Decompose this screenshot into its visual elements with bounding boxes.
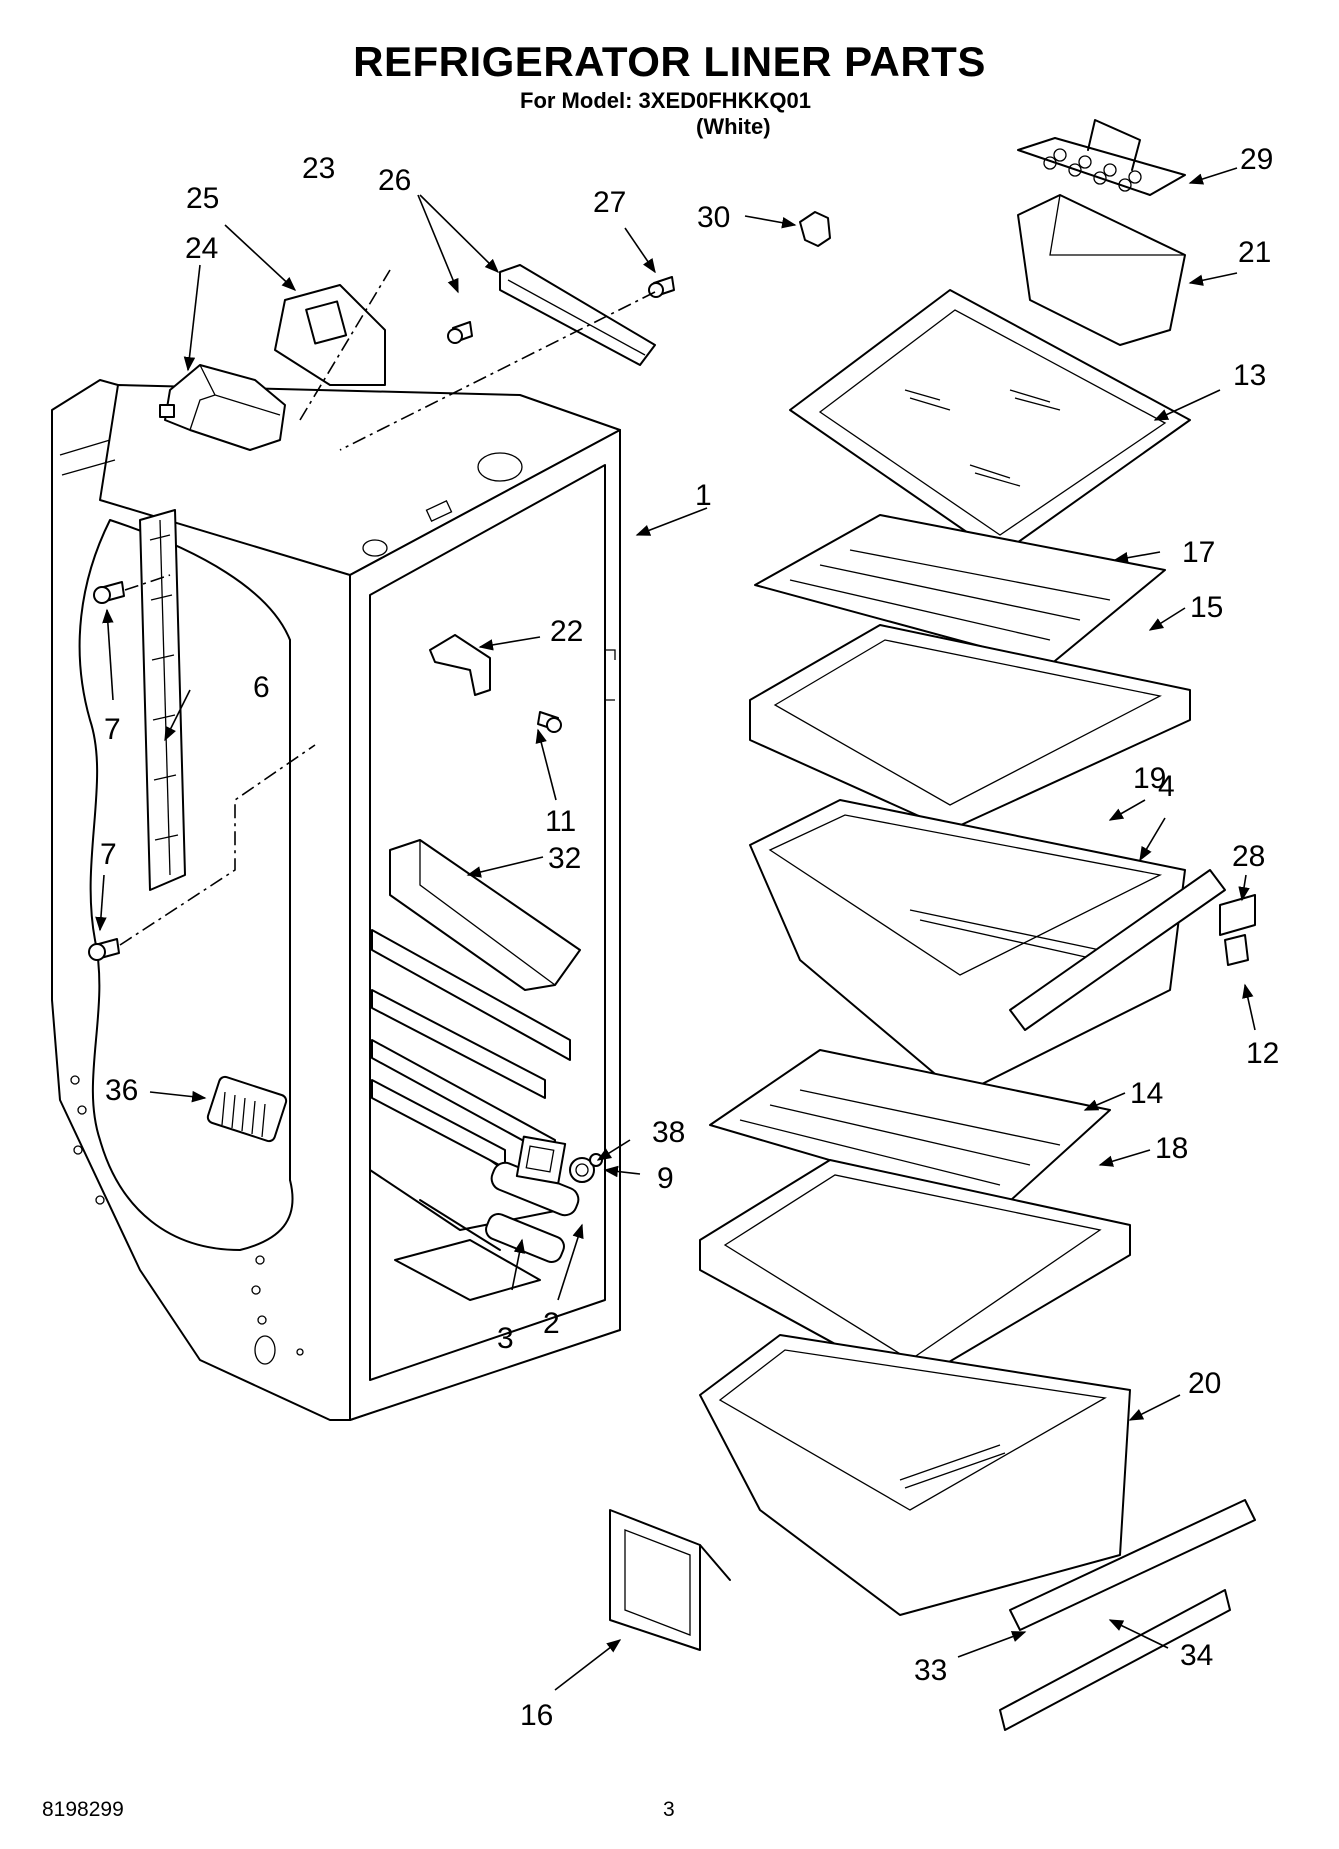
callout-14: 14 <box>1130 1077 1163 1110</box>
callout-17: 17 <box>1182 536 1215 569</box>
callout-15: 15 <box>1190 591 1223 624</box>
part-34-drawer-rail <box>999 1589 1231 1731</box>
callout-22: 22 <box>550 615 583 648</box>
callout-6: 6 <box>253 671 270 704</box>
callout-2: 2 <box>543 1307 560 1340</box>
callout-30: 30 <box>697 201 730 234</box>
document-part-number: 8198299 <box>42 1798 124 1821</box>
part-4-drawer-rail <box>1009 869 1226 1031</box>
part-7-screw-upper <box>93 581 125 604</box>
part-13-shelf-frame <box>789 289 1191 556</box>
part-7-screw-lower <box>88 938 120 961</box>
callout-16: 16 <box>520 1699 553 1732</box>
callout-20: 20 <box>1188 1367 1221 1400</box>
part-11-screw <box>537 711 562 733</box>
model-number: For Model: 3XED0FHKKQ01 <box>520 88 811 113</box>
part-32-cover <box>389 839 581 991</box>
leader-arrows <box>95 167 1256 1691</box>
part-29-egg-tray <box>1017 119 1186 196</box>
part-14-glass-shelf <box>709 1049 1111 1211</box>
part-26-air-duct <box>499 264 656 366</box>
callout-19: 19 <box>1133 762 1166 795</box>
callout-25: 25 <box>186 182 219 215</box>
part-20-crisper-drawer <box>699 1334 1131 1616</box>
part-18-shelf-frame <box>699 1159 1131 1386</box>
callout-7-lower: 7 <box>100 838 117 871</box>
callout-12: 12 <box>1246 1037 1279 1070</box>
callout-18: 18 <box>1155 1132 1188 1165</box>
callout-36: 36 <box>105 1074 138 1107</box>
part-19-crisper-drawer <box>749 799 1186 1096</box>
callout-1: 1 <box>695 479 712 512</box>
part-30-clip <box>799 211 831 247</box>
callout-29: 29 <box>1240 143 1273 176</box>
callout-4: 4 <box>1158 770 1175 803</box>
part-15-shelf-frame <box>749 624 1191 831</box>
part-16-light-cover <box>609 1509 731 1651</box>
callout-34: 34 <box>1180 1639 1213 1672</box>
part-33-drawer-rail <box>1009 1499 1256 1631</box>
callout-38: 38 <box>652 1116 685 1149</box>
part-36-grille <box>206 1075 288 1143</box>
callout-24: 24 <box>185 232 218 265</box>
page-title: REFRIGERATOR LINER PARTS <box>353 38 986 85</box>
callout-32: 32 <box>548 842 581 875</box>
callout-26: 26 <box>378 164 411 197</box>
callout-7-upper: 7 <box>104 713 121 746</box>
liner-cabinet <box>51 379 621 1421</box>
callout-33: 33 <box>914 1654 947 1687</box>
part-2-3-light-assembly <box>485 1135 580 1264</box>
part-24-control-housing <box>159 364 286 451</box>
page-number: 3 <box>663 1798 675 1821</box>
part-21-egg-bin <box>1017 194 1186 346</box>
color-variant: (White) <box>696 114 771 139</box>
part-22-bracket <box>429 634 491 696</box>
callout-9: 9 <box>657 1162 674 1195</box>
callout-28: 28 <box>1232 840 1265 873</box>
callout-27: 27 <box>593 186 626 219</box>
callout-21: 21 <box>1238 236 1271 269</box>
callout-13: 13 <box>1233 359 1266 392</box>
callout-23: 23 <box>302 152 335 185</box>
callout-3: 3 <box>497 1322 514 1355</box>
part-25-housing-cover <box>274 284 386 386</box>
callout-11: 11 <box>545 805 576 838</box>
part-23-screw <box>447 321 473 344</box>
part-28-rail-clip <box>1219 894 1256 966</box>
part-6-shelf-ladder-rail <box>139 509 186 891</box>
callout-labels: 1 2 3 4 6 7 7 9 11 12 13 14 15 16 17 18 … <box>100 143 1279 1732</box>
part-17-glass-shelf <box>754 514 1166 666</box>
